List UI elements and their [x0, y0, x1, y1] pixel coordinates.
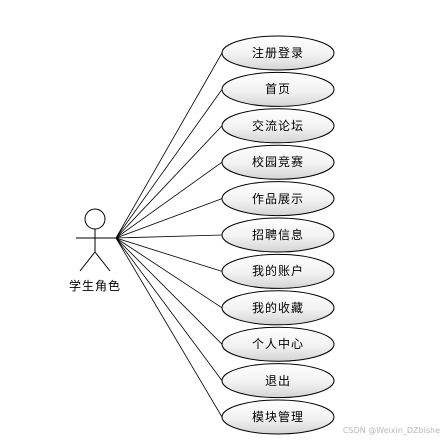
actor-right-leg — [94, 251, 111, 272]
association-lines — [115, 52, 223, 418]
association-line — [115, 237, 223, 272]
actor-left-leg — [79, 251, 96, 272]
use-case-ellipses — [221, 35, 335, 435]
association-line — [115, 125, 223, 239]
association-line — [115, 237, 223, 418]
watermark: CSDN @Weixin_DZbishe — [342, 426, 440, 435]
use-case-ellipse — [221, 108, 335, 144]
association-line — [115, 237, 223, 309]
association-line — [115, 161, 223, 239]
use-case-ellipse — [221, 290, 335, 326]
use-case-label: 个人中心 — [251, 337, 304, 352]
use-case-label: 我的收藏 — [251, 300, 304, 315]
association-line — [115, 198, 223, 239]
use-case-ellipse — [221, 399, 335, 435]
use-case-label: 校园竞赛 — [251, 155, 304, 170]
association-line — [115, 237, 223, 381]
use-case-label: 首页 — [264, 82, 291, 97]
use-case-ellipse — [221, 144, 335, 180]
use-case-ellipse — [221, 71, 335, 107]
association-line — [115, 237, 223, 345]
association-line — [115, 234, 223, 239]
use-case-label: 交流论坛 — [251, 118, 304, 133]
use-case-label: 退出 — [264, 373, 291, 388]
use-case-label: 作品展示 — [251, 191, 304, 206]
use-case-label: 注册登录 — [251, 46, 304, 60]
use-case-ellipse — [221, 181, 335, 217]
use-case-ellipse — [221, 253, 335, 289]
actor-stick-figure — [76, 208, 116, 272]
use-case-label: 模块管理 — [251, 410, 304, 424]
actor-label: 学生角色 — [68, 279, 121, 293]
use-case-label: 招聘信息 — [251, 228, 304, 242]
actor-head — [84, 208, 106, 230]
association-line — [115, 52, 223, 239]
use-case-ellipse — [221, 363, 335, 399]
association-line — [115, 89, 223, 239]
use-case-ellipse — [221, 217, 335, 253]
use-case-label: 我的账户 — [251, 264, 304, 279]
use-case-ellipse — [221, 326, 335, 362]
use-case-ellipse — [221, 35, 335, 71]
